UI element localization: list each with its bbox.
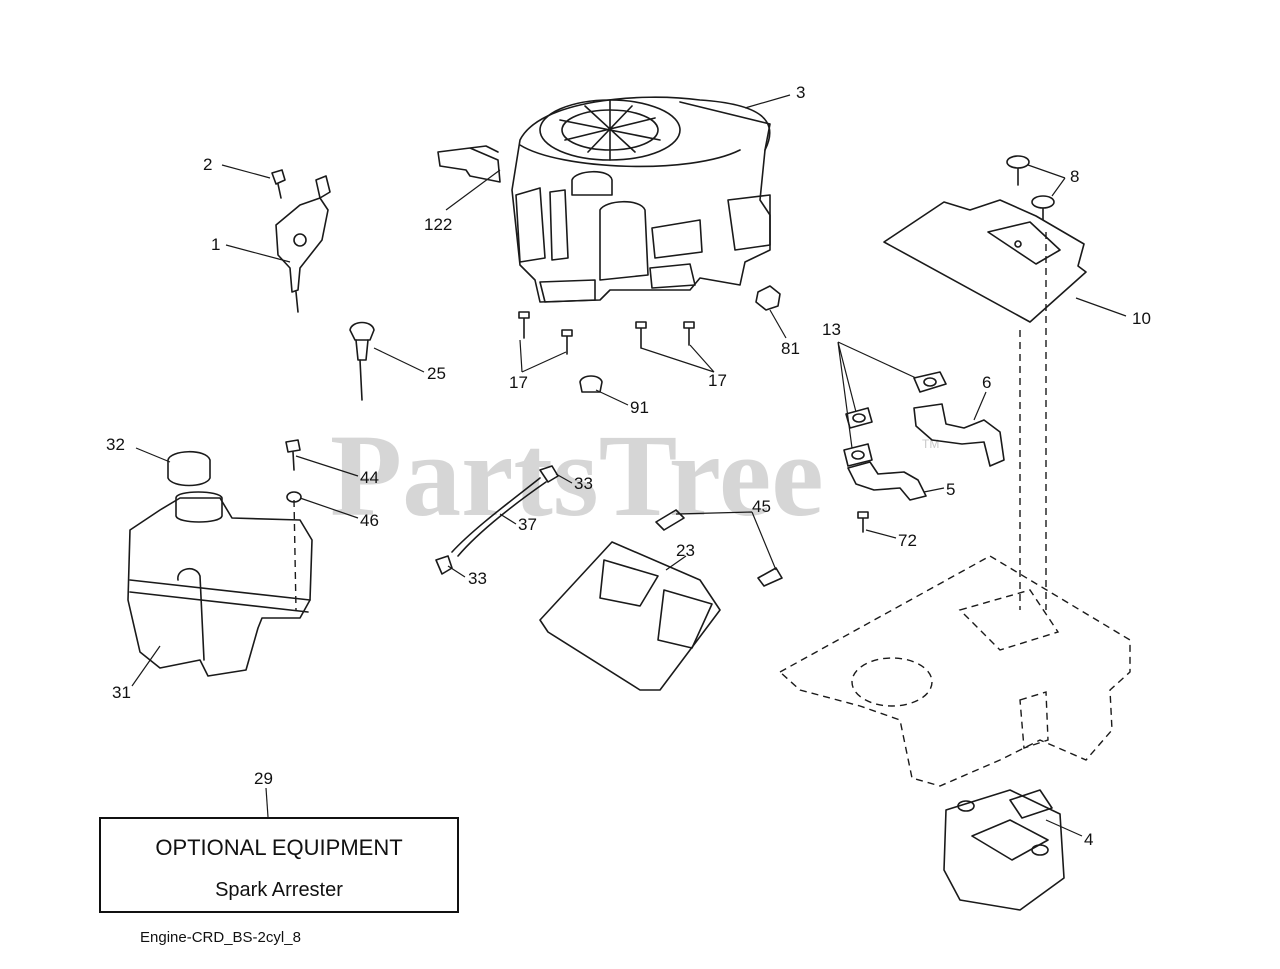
diagram-id-label: Engine-CRD_BS-2cyl_8	[140, 929, 301, 946]
clamp-part-33-top	[539, 465, 559, 483]
nut-part-81	[755, 285, 781, 311]
callout-122: 122	[424, 215, 452, 234]
callout-8: 8	[1070, 167, 1079, 186]
callout-33a: 33	[574, 474, 593, 493]
gaskets-part-13	[843, 371, 947, 467]
callout-17a: 17	[509, 373, 528, 392]
callout-23: 23	[676, 541, 695, 560]
muffler-part-4	[943, 789, 1065, 911]
watermark: PartsTree	[330, 410, 824, 541]
callout-5: 5	[946, 480, 955, 499]
screw-part-44	[285, 439, 301, 471]
exhaust-pipe-part-6	[913, 403, 1005, 467]
callout-2: 2	[203, 155, 212, 174]
screw-part-2	[271, 169, 286, 199]
leader-lines	[131, 94, 1127, 837]
callout-29: 29	[254, 769, 273, 788]
clamp-part-33-bottom	[435, 555, 453, 575]
callout-10: 10	[1132, 309, 1151, 328]
callout-4: 4	[1084, 830, 1093, 849]
callout-37: 37	[518, 515, 537, 534]
fuel-cap-part-32	[167, 450, 211, 487]
optional-equipment-title: OPTIONAL EQUIPMENT	[155, 835, 403, 860]
callout-3: 3	[796, 83, 805, 102]
callout-13: 13	[822, 320, 841, 339]
optional-equipment-box: OPTIONAL EQUIPMENT Spark Arrester	[99, 817, 459, 913]
callout-81: 81	[781, 339, 800, 358]
bolts-part-17	[518, 311, 695, 355]
hose-part-37	[451, 477, 547, 557]
callout-6: 6	[982, 373, 991, 392]
callout-17b: 17	[708, 371, 727, 390]
callout-46: 46	[360, 511, 379, 530]
shield-part-10	[883, 199, 1087, 323]
callout-25: 25	[427, 364, 446, 383]
exhaust-pipe-part-5	[847, 461, 927, 501]
throttle-control-part-1	[275, 175, 331, 313]
bolts-part-45	[655, 509, 783, 587]
callout-31: 31	[112, 683, 131, 702]
fitting-part-91	[579, 375, 603, 393]
spark-arrester-label: Spark Arrester	[215, 879, 343, 901]
callout-labels: 3 2 1 122 8 10 81 25 17 17 91 13 6 5 72 …	[106, 83, 1151, 849]
bracket-part-23	[539, 541, 721, 691]
callout-33b: 33	[468, 569, 487, 588]
bolt-part-72	[857, 511, 869, 533]
callout-1: 1	[211, 235, 220, 254]
engine-part-3	[511, 96, 771, 303]
dipstick-part-25	[349, 321, 375, 401]
callout-44: 44	[360, 468, 379, 487]
screws-part-8	[1006, 155, 1055, 223]
callout-32: 32	[106, 435, 125, 454]
fuel-tank-part-31	[127, 491, 313, 677]
air-guide-part-122	[437, 145, 501, 183]
callout-45: 45	[752, 497, 771, 516]
callout-91: 91	[630, 398, 649, 417]
callout-72: 72	[898, 531, 917, 550]
mower-frame	[778, 232, 1131, 787]
